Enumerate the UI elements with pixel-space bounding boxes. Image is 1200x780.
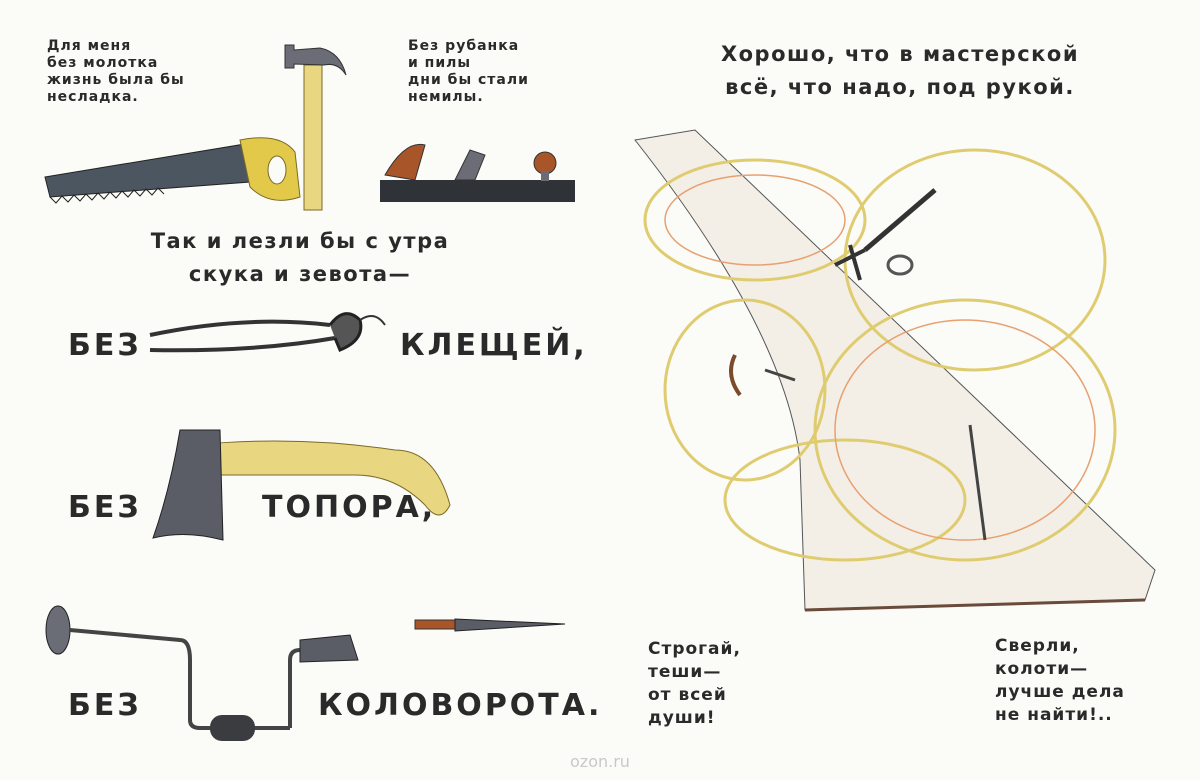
pliers-word: КЛЕЩЕЙ,	[400, 328, 588, 363]
verse-plane: Без рубанка и пилы дни бы стали немилы.	[408, 38, 529, 105]
axe-illustration	[152, 429, 451, 541]
verse-hammer: Для меня без молотка жизнь была бы несла…	[47, 38, 185, 105]
watermark: ozon.ru	[570, 752, 630, 771]
right-page: Хорошо, что в мастерской всё, что надо, …	[600, 0, 1200, 780]
hammer-illustration	[284, 44, 347, 211]
workshop-illustration	[634, 129, 1156, 612]
saw-illustration	[44, 137, 301, 204]
verse-middle: Так и лезли бы с утра скука и зевота—	[150, 229, 450, 286]
brace-illustration	[45, 605, 359, 741]
verse-right: Сверли, колоти— лучше дела не найти!..	[995, 636, 1125, 725]
plane-illustration	[380, 143, 575, 202]
pliers-illustration	[149, 312, 386, 353]
left-page: Для меня без молотка жизнь была бы несла…	[44, 38, 603, 741]
axe-word: ТОПОРА,	[262, 490, 437, 525]
drill-bit-illustration	[414, 618, 566, 632]
pliers-prefix: БЕЗ	[68, 328, 142, 363]
verse-left: Строгай, теши— от всей души!	[648, 639, 741, 728]
heading: Хорошо, что в мастерской всё, что надо, …	[720, 42, 1080, 99]
axe-prefix: БЕЗ	[68, 490, 142, 525]
brace-word: КОЛОВОРОТА.	[318, 688, 603, 723]
brace-prefix: БЕЗ	[68, 688, 142, 723]
